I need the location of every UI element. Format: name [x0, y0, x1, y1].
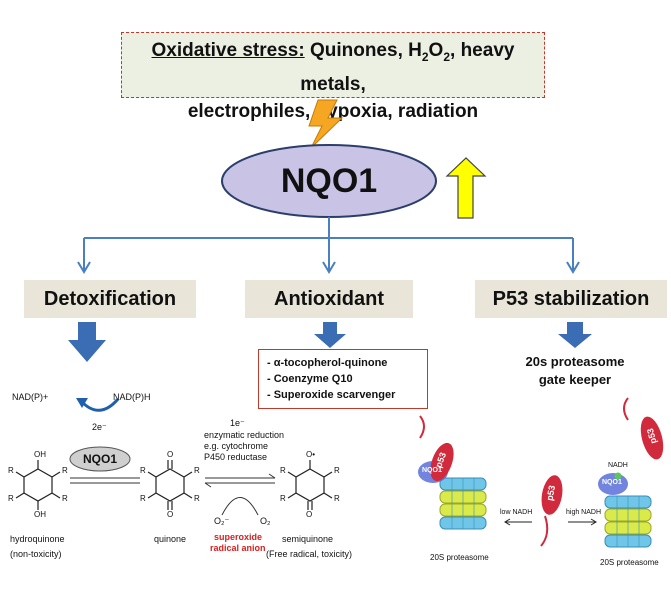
nqo1-blob-right [598, 473, 628, 495]
antiox-down-arrow-icon [314, 322, 346, 348]
p53-panel-title-2: gate keeper [538, 372, 612, 387]
p53-molecule-left [419, 415, 454, 482]
hydroquinone-note: (non-toxicity) [10, 549, 62, 559]
stress-heading: Oxidative stress: [151, 40, 305, 61]
quinone-o-bottom: O [167, 510, 174, 519]
semiquinone-r: R [280, 494, 286, 503]
connector-lines [77, 217, 580, 274]
hydroquinone-r: R [8, 494, 14, 503]
superoxide-line-1: superoxide [214, 532, 263, 542]
antioxidant-item: - Coenzyme Q10 [267, 373, 353, 385]
proteasome-left [439, 477, 487, 530]
nadh-label: NADH [608, 462, 628, 469]
p53-panel-title-1: 20s proteasome [525, 354, 625, 369]
hydroquinone-r: R [62, 494, 68, 503]
hydroquinone-ring [15, 460, 61, 510]
reduction-line-3: P450 reductase [204, 452, 268, 462]
equilibrium-arrows-right [204, 473, 276, 488]
nqo1-center-label: NQO1 [280, 162, 378, 200]
proteasome-right-label: 20S proteasome [600, 558, 659, 567]
antioxidant-list: - α-tocopherol-quinone - Coenzyme Q10 - … [258, 349, 428, 409]
quinone-r: R [194, 466, 200, 475]
cofactor-arrowhead-icon [76, 398, 88, 408]
nadp-plus-label: NAD(P)+ [12, 392, 49, 402]
antioxidant-item: - α-tocopherol-quinone [267, 357, 388, 369]
reduction-line-1: enzymatic reduction [204, 430, 285, 440]
nqo1-small-ellipse [69, 446, 131, 472]
category-p53: P53 stabilization [475, 280, 667, 318]
h2o2-sub-2: 2 [443, 49, 451, 64]
category-detoxification: Detoxification [24, 280, 196, 318]
semiquinone-note: (Free radical, toxicity) [266, 549, 353, 559]
o2-minus-label: O₂⁻ [214, 516, 230, 526]
upregulation-arrow-icon [445, 157, 487, 219]
equilibrium-arrows-left [70, 477, 140, 484]
quinone-o-top: O [167, 450, 174, 459]
nadh-arrows [504, 518, 597, 526]
proteasome-left-label: 20S proteasome [430, 553, 489, 562]
stress-line1-end: , heavy metals, [300, 40, 515, 95]
o2-label: O₂ [260, 516, 271, 526]
high-nadh-label: high NADH [566, 509, 602, 516]
p53-molecule-right [623, 397, 664, 460]
superoxide-line-2: radical anion [210, 543, 266, 553]
category-antioxidant: Antioxidant [245, 280, 413, 318]
proteasome-right [604, 495, 652, 548]
stress-line-1: Oxidative stress: Quinones, H2O2, heavy … [122, 37, 544, 98]
h2o2-sub-1: 2 [421, 49, 429, 64]
quinone-r: R [140, 466, 146, 475]
semiquinone-label: semiquinone [282, 534, 334, 544]
nadph-label: NAD(P)H [113, 392, 151, 402]
semiquinone-o-bottom: O [306, 510, 313, 519]
semiquinone-ring [287, 460, 333, 510]
antioxidant-item: - Superoxide scarvenger [267, 389, 396, 401]
oxygen-cycle-arrow [221, 497, 259, 516]
reduction-line-2: e.g. cytochrome [204, 441, 269, 451]
hydroquinone-r: R [62, 466, 68, 475]
hydroquinone-oh-top: OH [34, 450, 46, 459]
cofactor-curved-arrow [80, 397, 120, 412]
semiquinone-r: R [334, 466, 340, 475]
quinone-r: R [194, 494, 200, 503]
hydroquinone-r: R [8, 466, 14, 475]
stress-line1-text: Quinones, H [304, 40, 422, 61]
quinone-ring [147, 460, 193, 510]
lightning-icon [308, 99, 344, 149]
semiquinone-r: R [280, 466, 286, 475]
quinone-r: R [140, 494, 146, 503]
semiquinone-o-radical: O• [306, 450, 316, 459]
nadh-dot [614, 472, 622, 480]
nqo1-label-left: NQO1 [422, 467, 442, 474]
semiquinone-r: R [334, 494, 340, 503]
nqo1-label-right: NQO1 [602, 479, 622, 486]
p53-molecule-mid [540, 475, 563, 547]
hydroquinone-label: hydroquinone [10, 534, 65, 544]
quinone-label: quinone [154, 534, 187, 544]
two-electron-label: 2e⁻ [92, 422, 107, 432]
stress-line-2: electrophiles, hypoxia, radiation [187, 100, 479, 122]
oxidative-stress-box: Oxidative stress: Quinones, H2O2, heavy … [121, 32, 545, 122]
one-electron-label: 1e⁻ [230, 418, 245, 428]
detox-down-arrow-icon [68, 322, 106, 362]
hydroquinone-oh-bottom: OH [34, 510, 46, 519]
h2o2-mid: O [428, 40, 444, 61]
p53-down-arrow-icon [558, 322, 592, 348]
nqo1-small-label: NQO1 [82, 452, 117, 466]
low-nadh-label: low NADH [500, 509, 533, 516]
